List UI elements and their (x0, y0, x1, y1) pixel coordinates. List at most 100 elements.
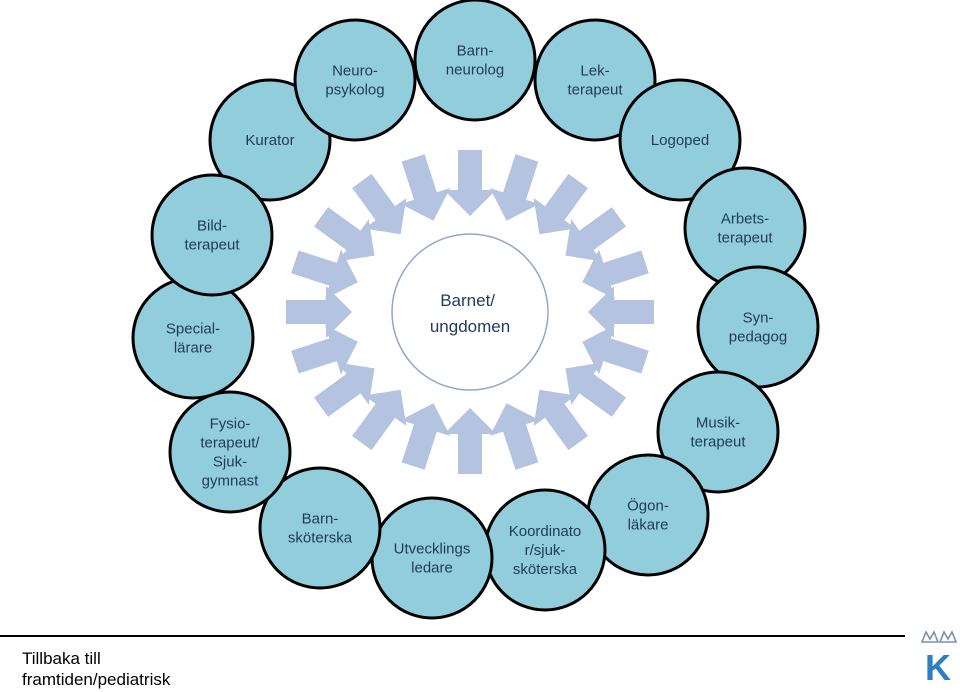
node-circle (618, 78, 742, 202)
node-label-line: terapeut (690, 434, 746, 451)
node-label-line: Arbets- (721, 211, 769, 228)
node-label-line: sköterska (288, 530, 353, 547)
node-label-line: Ögon- (627, 497, 669, 515)
footer-divider (0, 635, 905, 637)
footer-link-line: Tillbaka till (22, 649, 101, 668)
node-label-line: terapeut/ (200, 435, 260, 452)
inward-arrow (565, 362, 626, 417)
node-label-line: Barn- (457, 43, 494, 60)
node-label-line: r/sjuk- (525, 542, 566, 559)
node-label: Bild-terapeut (184, 218, 240, 254)
node-koordinator: Koordinato r/sjuk-sköterska (483, 488, 607, 612)
center-node: Barnet/ ungdomen (391, 233, 549, 391)
arrows-layer (286, 150, 654, 474)
inward-arrow (314, 362, 375, 417)
center-label-line: Barnet/ (440, 291, 495, 310)
crown-icon (920, 630, 958, 643)
inward-arrow (533, 389, 588, 451)
node-kurator: Kurator (208, 78, 332, 202)
logo-letter: K (925, 647, 951, 684)
node-label-line: Utvecklings (394, 541, 471, 558)
node-circle (168, 390, 292, 514)
node-label-line: terapeut (717, 230, 773, 247)
node-label-line: pedagog (729, 329, 787, 346)
center-label-line: ungdomen (430, 317, 510, 336)
inward-arrow (314, 207, 375, 262)
node-label-line: Sjuk- (213, 454, 247, 471)
inward-arrow (582, 249, 649, 299)
node-logoped: Logoped (618, 78, 742, 202)
node-label: Syn-pedagog (729, 310, 787, 346)
node-label-line: Syn- (743, 310, 774, 327)
inward-arrow (291, 325, 358, 375)
node-circle (293, 18, 417, 142)
node-arbetsterapeut: Arbets-terapeut (683, 166, 807, 290)
node-label-line: ledare (411, 560, 453, 577)
inward-arrow (533, 173, 588, 235)
node-circle (208, 78, 332, 202)
back-to-future-link[interactable]: Tillbaka till framtiden/pediatrisk (22, 648, 170, 690)
node-label: Ögon-läkare (627, 497, 669, 534)
node-label-line: läkare (628, 517, 669, 534)
center-circle (391, 233, 549, 391)
inward-arrow (565, 207, 626, 262)
center-label: Barnet/ ungdomen (430, 291, 510, 336)
node-label-line: Logoped (651, 132, 709, 149)
node-label: Special-lärare (166, 321, 220, 357)
node-label-line: Kurator (245, 132, 294, 149)
node-label-line: lärare (174, 340, 212, 357)
node-circle (150, 173, 274, 297)
node-label-line: Fysio- (210, 416, 251, 433)
inward-arrow (588, 286, 654, 338)
node-circle (258, 466, 382, 590)
node-label-line: Koordinato (509, 523, 582, 540)
inward-arrow (286, 286, 352, 338)
node-label: Barn-sköterska (288, 511, 353, 547)
inward-arrow (352, 389, 407, 451)
node-label-line: Special- (166, 321, 220, 338)
inward-arrow (444, 408, 496, 474)
footer-link-line: framtiden/pediatrisk (22, 670, 171, 689)
node-label: Arbets-terapeut (717, 211, 773, 247)
inward-arrow (400, 154, 451, 221)
node-label-line: Musik- (696, 415, 740, 432)
node-circle (656, 370, 780, 494)
node-bildterapeut: Bild-terapeut (150, 173, 274, 297)
node-label: Koordinato r/sjuk-sköterska (509, 523, 582, 578)
node-label: Lek-terapeut (567, 63, 623, 99)
node-neuropsykolog: Neuro-psykolog (293, 18, 417, 142)
node-label: Neuro-psykolog (325, 63, 384, 99)
node-label: Kurator (245, 132, 294, 149)
node-label: Fysio-terapeut/Sjuk-gymnast (200, 416, 260, 490)
inward-arrow (444, 150, 496, 216)
node-label-line: Bild- (197, 218, 227, 235)
node-label: Barn-neurolog (446, 43, 504, 79)
node-label: Utvecklings ledare (394, 541, 471, 577)
node-label-line: Neuro- (332, 63, 378, 80)
node-label-line: psykolog (325, 82, 384, 99)
node-circle (696, 265, 820, 389)
node-synpedagog: Syn-pedagog (696, 265, 820, 389)
inward-arrow (352, 173, 407, 235)
node-utvecklingsledare: Utvecklings ledare (370, 496, 494, 620)
node-label-line: terapeut (567, 82, 623, 99)
inward-arrow (582, 325, 649, 375)
inward-arrow (291, 249, 358, 299)
node-musikterapeut: Musik-terapeut (656, 370, 780, 494)
node-label: Logoped (651, 132, 709, 149)
inward-arrow (400, 403, 451, 470)
node-label-line: Barn- (302, 511, 339, 528)
node-circle (370, 496, 494, 620)
node-speciallarare: Special-lärare (131, 276, 255, 400)
node-label-line: gymnast (202, 473, 260, 490)
node-ogonlakare: Ögon-läkare (586, 453, 710, 577)
inward-arrow (489, 154, 540, 221)
node-label: Musik-terapeut (690, 415, 746, 451)
node-label-line: sköterska (513, 561, 578, 578)
node-barnskoterska: Barn-sköterska (258, 466, 382, 590)
node-label-line: Lek- (580, 63, 609, 80)
node-lekterapeut: Lek-terapeut (533, 18, 657, 142)
node-barnneurolog: Barn-neurolog (413, 0, 537, 122)
